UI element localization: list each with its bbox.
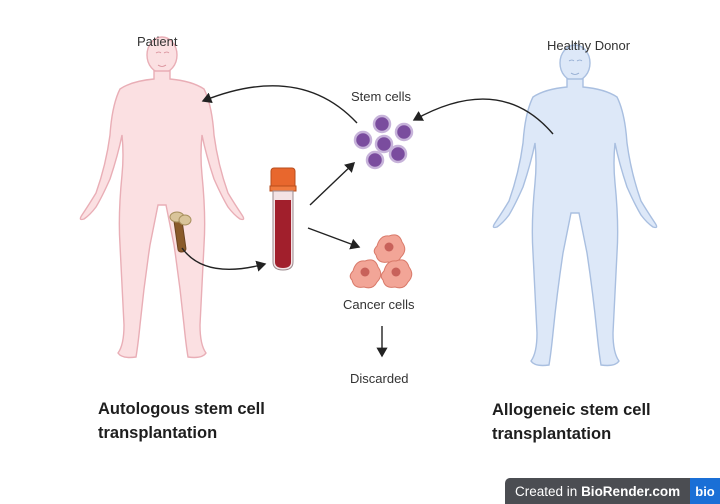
discarded-label: Discarded	[350, 371, 409, 386]
stem-cell	[372, 114, 392, 134]
biorender-badge[interactable]: Created in BioRender.com bio	[505, 478, 720, 504]
cancer-cells-label: Cancer cells	[343, 297, 415, 312]
patient-label: Patient	[137, 34, 178, 49]
cancer-cell	[380, 259, 413, 289]
cancer-cell-cluster	[349, 234, 413, 289]
stem-cells-label: Stem cells	[351, 89, 411, 104]
stem-cell	[394, 122, 414, 142]
stem-cell	[374, 134, 394, 154]
cancer-cell	[373, 234, 406, 264]
stem-cell-cluster	[353, 114, 414, 170]
bone-marrow-icon	[169, 211, 192, 253]
donor-label: Healthy Donor	[547, 38, 631, 53]
biorender-logo-icon: bio	[690, 478, 720, 504]
patient-body	[79, 36, 245, 359]
arrow-stem-cells-to-patient	[201, 85, 358, 124]
stem-cell	[365, 150, 385, 170]
badge-text: Created in BioRender.com	[505, 484, 680, 499]
blood-tube-icon	[269, 167, 297, 271]
cancer-cell	[349, 259, 382, 289]
badge-brand: BioRender.com	[581, 483, 681, 499]
donor-body	[492, 44, 658, 367]
arrow-tube-to-stem-cells	[309, 162, 356, 206]
stem-cell	[353, 130, 373, 150]
badge-prefix: Created in	[515, 483, 578, 499]
arrow-tube-to-cancer-cells	[307, 227, 361, 250]
allogeneic-title-line1: Allogeneic stem cell	[492, 401, 651, 419]
autologous-title: Autologous stem cell transplantation	[98, 397, 265, 445]
arrow-bone-to-tube	[181, 247, 267, 272]
autologous-title-line1: Autologous stem cell	[98, 400, 265, 418]
stem-cell	[388, 144, 408, 164]
autologous-title-line2: transplantation	[98, 424, 218, 442]
allogeneic-title: Allogeneic stem cell transplantation	[492, 398, 651, 446]
allogeneic-title-line2: transplantation	[492, 425, 612, 443]
arrow-donor-to-stem-cells	[412, 98, 554, 135]
